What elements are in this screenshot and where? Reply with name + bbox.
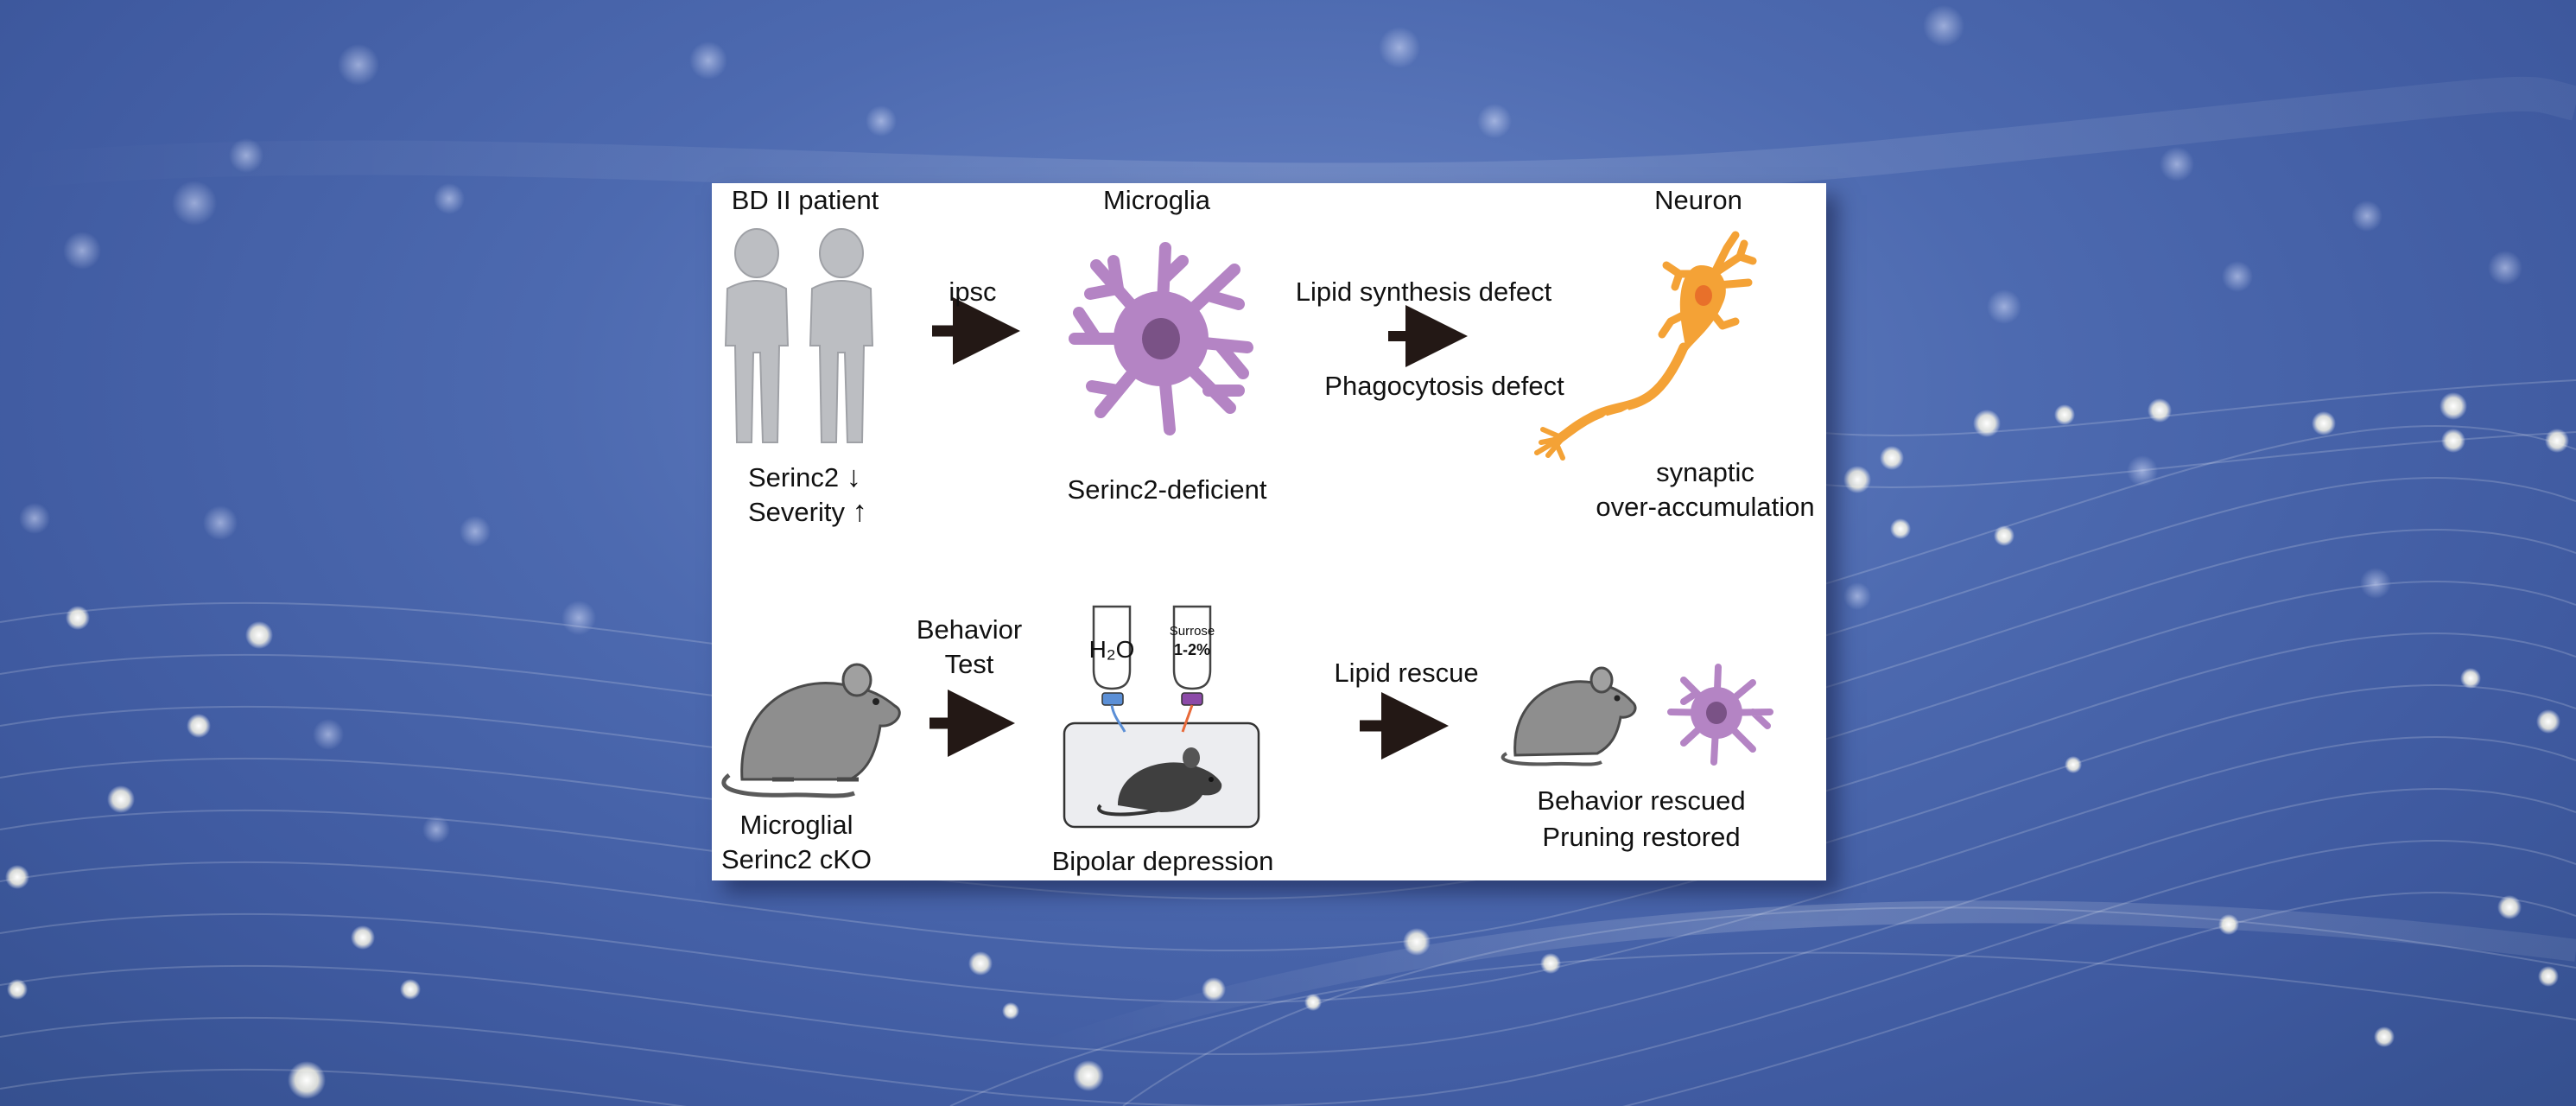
microglia-title: Microglia: [1102, 185, 1211, 215]
neuron-cell: [1534, 231, 1757, 461]
diagram-graphics: [721, 228, 1773, 829]
rescued-caption-1: Behavior rescued: [1537, 785, 1746, 816]
light-wave: [1032, 900, 2576, 1065]
glow-particles: [5, 392, 2569, 1099]
patient-title: BD II patient: [731, 185, 879, 215]
mouse-caption-2: Serinc2 cKO: [720, 844, 872, 874]
microglia-caption: Serinc2-deficient: [1067, 474, 1267, 505]
lipid-rescue-label: Lipid rescue: [1334, 658, 1479, 688]
rescued-caption-2: Pruning restored: [1542, 822, 1741, 852]
severity-row: Severity ↑: [748, 494, 867, 530]
mouse-cko: [721, 663, 901, 798]
mouse-in-cage: [1097, 747, 1222, 817]
lipid-defect-label: Lipid synthesis defect: [1295, 276, 1552, 307]
neuron-nucleus: [1695, 285, 1712, 306]
microglia-nucleus: [1142, 318, 1180, 359]
microglia-rescued-nucleus: [1706, 702, 1727, 724]
behavior-test-label-1: Behavior: [916, 614, 1023, 645]
sucrose-bottle-label-1: Surrose: [1169, 624, 1215, 639]
sucrose-bottle: [1172, 605, 1212, 733]
water-bottle-label: H₂O: [1088, 636, 1135, 663]
behavior-test-label-2: Test: [944, 649, 994, 679]
graphical-abstract-panel: BD II patient Serinc2 ↓ Severity ↑ ipsc …: [712, 183, 1826, 880]
mouse-rescued: [1501, 666, 1637, 766]
neuron-caption-2: over-accumulation: [1596, 492, 1815, 522]
arrow-down-icon: ↓: [846, 461, 861, 493]
neuron-caption-1: synaptic: [1656, 457, 1754, 487]
bipolar-caption: Bipolar depression: [1051, 846, 1274, 876]
patient-figure-left: [724, 228, 790, 443]
serinc2-row: Serinc2 ↓: [748, 460, 861, 495]
mouse-caption-1: Microglial: [739, 810, 853, 840]
serinc2-label: Serinc2: [748, 462, 840, 493]
sucrose-bottle-label-2: 1-2%: [1173, 641, 1211, 658]
neuron-soma: [1679, 265, 1726, 352]
severity-label: Severity: [748, 497, 845, 527]
neuron-title: Neuron: [1654, 185, 1742, 215]
light-wave: [0, 76, 2576, 198]
patient-figure-right: [809, 228, 874, 443]
ipsc-label: ipsc: [949, 276, 997, 307]
water-bottle: [1092, 605, 1132, 733]
bokeh-dots: [19, 5, 2522, 843]
phagocytosis-defect-label: Phagocytosis defect: [1324, 371, 1564, 401]
arrow-up-icon: ↑: [852, 495, 867, 528]
